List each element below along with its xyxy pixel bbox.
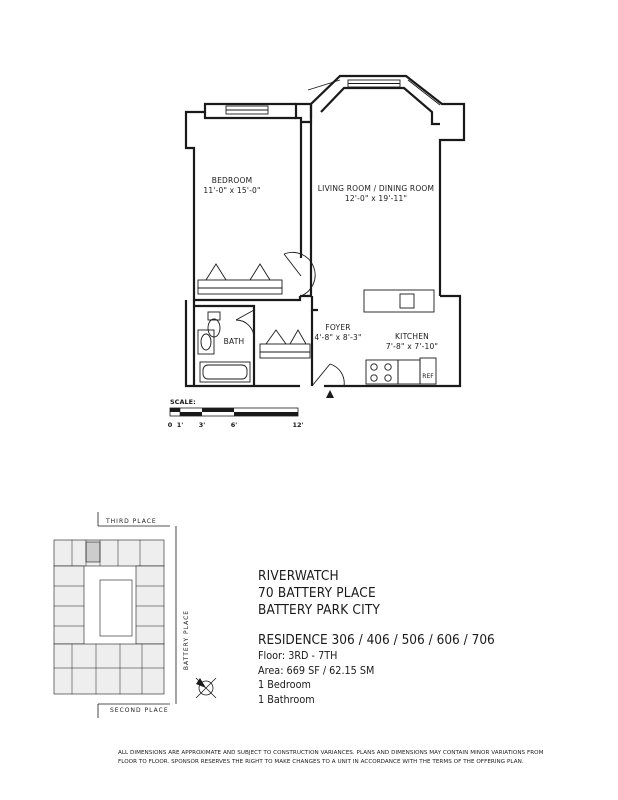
- scale-label: SCALE:: [170, 398, 196, 406]
- interior-details: [197, 79, 441, 387]
- bedroom-dims: 11'-0" x 15'-0": [203, 186, 260, 195]
- entry-arrow-icon: [326, 390, 334, 398]
- scale-tick-0: 0: [168, 421, 173, 429]
- bedroom-name: BEDROOM: [212, 176, 253, 185]
- street-third-place: THIRD PLACE: [105, 518, 157, 525]
- disclaimer: ALL DIMENSIONS ARE APPROXIMATE AND SUBJE…: [118, 749, 578, 766]
- living-room-name: LIVING ROOM / DINING ROOM: [318, 184, 434, 193]
- exterior-walls: [184, 74, 466, 388]
- street-second-place: SECOND PLACE: [110, 707, 169, 714]
- ref-label: REF: [422, 373, 434, 380]
- scale-tick-1: 1': [177, 421, 184, 429]
- building-neighborhood: BATTERY PARK CITY: [258, 602, 381, 618]
- scale-tick-3: 3': [199, 421, 206, 429]
- residence-info: RIVERWATCH 70 BATTERY PLACE BATTERY PARK…: [258, 568, 521, 707]
- kitchen-dims: 7'-8" x 7'-10": [386, 342, 438, 351]
- living-room-dims: 12'-0" x 19'-11": [345, 194, 407, 203]
- building-name: RIVERWATCH: [258, 568, 339, 584]
- street-battery-place: BATTERY PLACE: [183, 610, 190, 670]
- kitchen-name: KITCHEN: [395, 332, 429, 341]
- foyer-dims: 4'-8" x 8'-3": [314, 333, 361, 342]
- key-plan: THIRD PLACE SECOND PLACE BATTERY PLACE: [53, 512, 217, 718]
- north-compass-icon: [195, 677, 217, 699]
- scale-tick-12: 12': [292, 421, 303, 429]
- disclaimer-line-1: ALL DIMENSIONS ARE APPROXIMATE AND SUBJE…: [118, 750, 544, 756]
- residence-area: Area: 669 SF / 62.15 SM: [258, 664, 375, 677]
- scale-tick-6: 6': [231, 421, 238, 429]
- residence-floor: Floor: 3RD - 7TH: [258, 650, 338, 662]
- bath-name: BATH: [224, 337, 245, 346]
- scale-bar: SCALE: 0 1' 3' 6' 12': [168, 398, 304, 429]
- foyer-name: FOYER: [325, 323, 350, 332]
- residence-bedrooms: 1 Bedroom: [258, 679, 311, 691]
- residence-bathrooms: 1 Bathroom: [258, 693, 315, 706]
- residence-title: RESIDENCE 306 / 406 / 506 / 606 / 706: [258, 632, 495, 648]
- disclaimer-line-2: FLOOR TO FLOOR. SPONSOR RESERVES THE RIG…: [118, 758, 524, 765]
- building-address: 70 BATTERY PLACE: [258, 585, 376, 601]
